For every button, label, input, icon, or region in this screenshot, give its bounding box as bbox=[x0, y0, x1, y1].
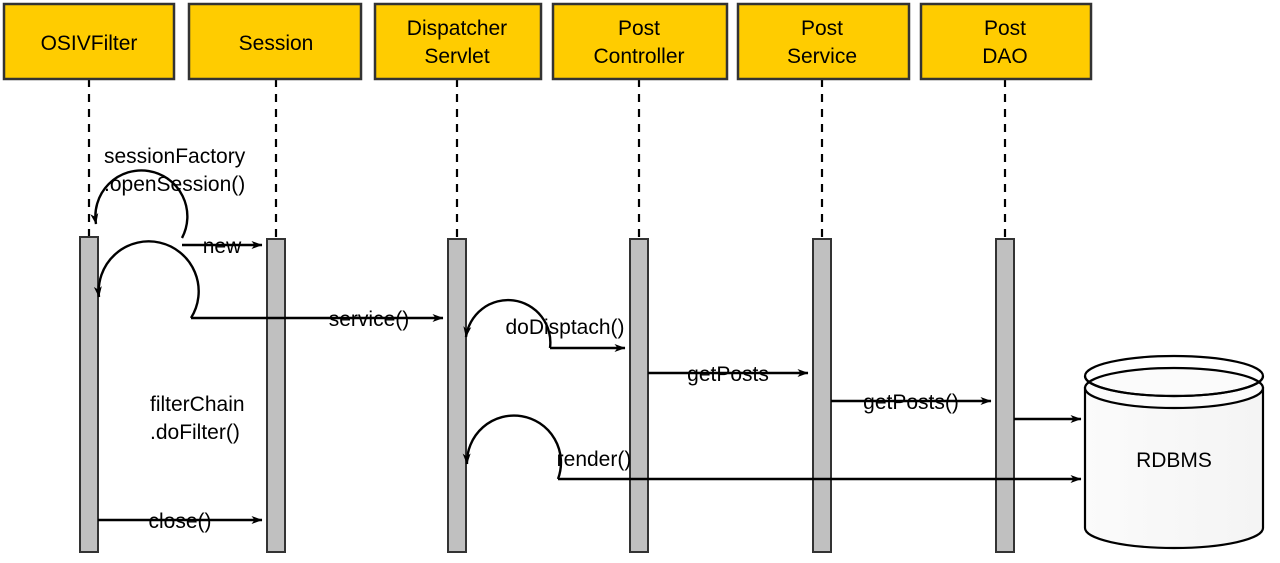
activation-bar-dispatcher bbox=[447, 238, 467, 553]
message-label-getposts: getPosts bbox=[687, 363, 769, 386]
participant-label-dispatcher-line2: Servlet bbox=[424, 45, 490, 68]
participant-service[interactable]: Post Service bbox=[736, 2, 911, 81]
participant-label-session: Session bbox=[239, 32, 314, 55]
participant-label-dao-line1: Post bbox=[984, 17, 1026, 40]
participant-box-dispatcher[interactable] bbox=[373, 2, 543, 81]
database-cylinder-band-top bbox=[1083, 354, 1265, 398]
message-arc-dodisptach-self bbox=[463, 299, 552, 349]
participant-box-service[interactable] bbox=[736, 2, 911, 81]
database-cylinder-body bbox=[1083, 386, 1265, 550]
message-arc-render-self bbox=[462, 414, 563, 480]
participant-session[interactable]: Session bbox=[187, 2, 363, 81]
message-label-service: service() bbox=[329, 308, 410, 331]
message-labels: sessionFactory .openSession() new filter… bbox=[104, 145, 959, 533]
activation-bar-controller bbox=[629, 238, 649, 553]
activation-bar-session bbox=[266, 238, 286, 553]
participant-boxes: OSIVFilter Session Dispatcher Servlet Po… bbox=[2, 2, 1093, 81]
message-lines bbox=[90, 169, 1082, 524]
message-arc-sessionfactory-opensession bbox=[90, 169, 189, 239]
participant-osiv[interactable]: OSIVFilter bbox=[2, 2, 176, 81]
lifelines bbox=[87, 79, 1007, 238]
participant-dao[interactable]: Post DAO bbox=[919, 2, 1093, 81]
participant-label-dao-line2: DAO bbox=[982, 45, 1028, 68]
message-label-sessionfactory-line2: .openSession() bbox=[104, 173, 245, 196]
activation-bar-service bbox=[812, 238, 832, 553]
participant-label-osiv: OSIVFilter bbox=[41, 32, 138, 55]
activation-bar-osiv bbox=[79, 236, 99, 553]
database-label: RDBMS bbox=[1136, 449, 1212, 472]
participant-box-osiv[interactable] bbox=[2, 2, 176, 81]
message-label-close: close() bbox=[148, 510, 211, 533]
participant-dispatcher[interactable]: Dispatcher Servlet bbox=[373, 2, 543, 81]
participant-controller[interactable]: Post Controller bbox=[551, 2, 729, 81]
participant-label-service-line1: Post bbox=[801, 17, 843, 40]
database-rdbms[interactable]: RDBMS bbox=[1083, 354, 1265, 550]
database-cylinder-top bbox=[1083, 366, 1265, 410]
participant-label-controller-line1: Post bbox=[618, 17, 660, 40]
message-label-render: render() bbox=[557, 448, 632, 471]
participant-box-dao[interactable] bbox=[919, 2, 1093, 81]
participant-box-controller[interactable] bbox=[551, 2, 729, 81]
participant-box-session[interactable] bbox=[187, 2, 363, 81]
activation-bar-dao bbox=[995, 238, 1015, 553]
message-label-sessionfactory-line1: sessionFactory bbox=[104, 145, 246, 168]
message-label-getposts-call: getPosts() bbox=[863, 391, 959, 414]
participant-label-service-line2: Service bbox=[787, 45, 857, 68]
message-label-dodisptach: doDisptach() bbox=[505, 316, 624, 339]
participant-label-controller-line2: Controller bbox=[593, 45, 684, 68]
message-label-new: new bbox=[203, 235, 242, 258]
message-label-filterchain-line2: .doFilter() bbox=[150, 421, 240, 444]
participant-label-dispatcher-line1: Dispatcher bbox=[407, 17, 507, 40]
message-label-filterchain-line1: filterChain bbox=[150, 393, 245, 416]
message-arc-filterchain-dofilter bbox=[93, 240, 200, 319]
